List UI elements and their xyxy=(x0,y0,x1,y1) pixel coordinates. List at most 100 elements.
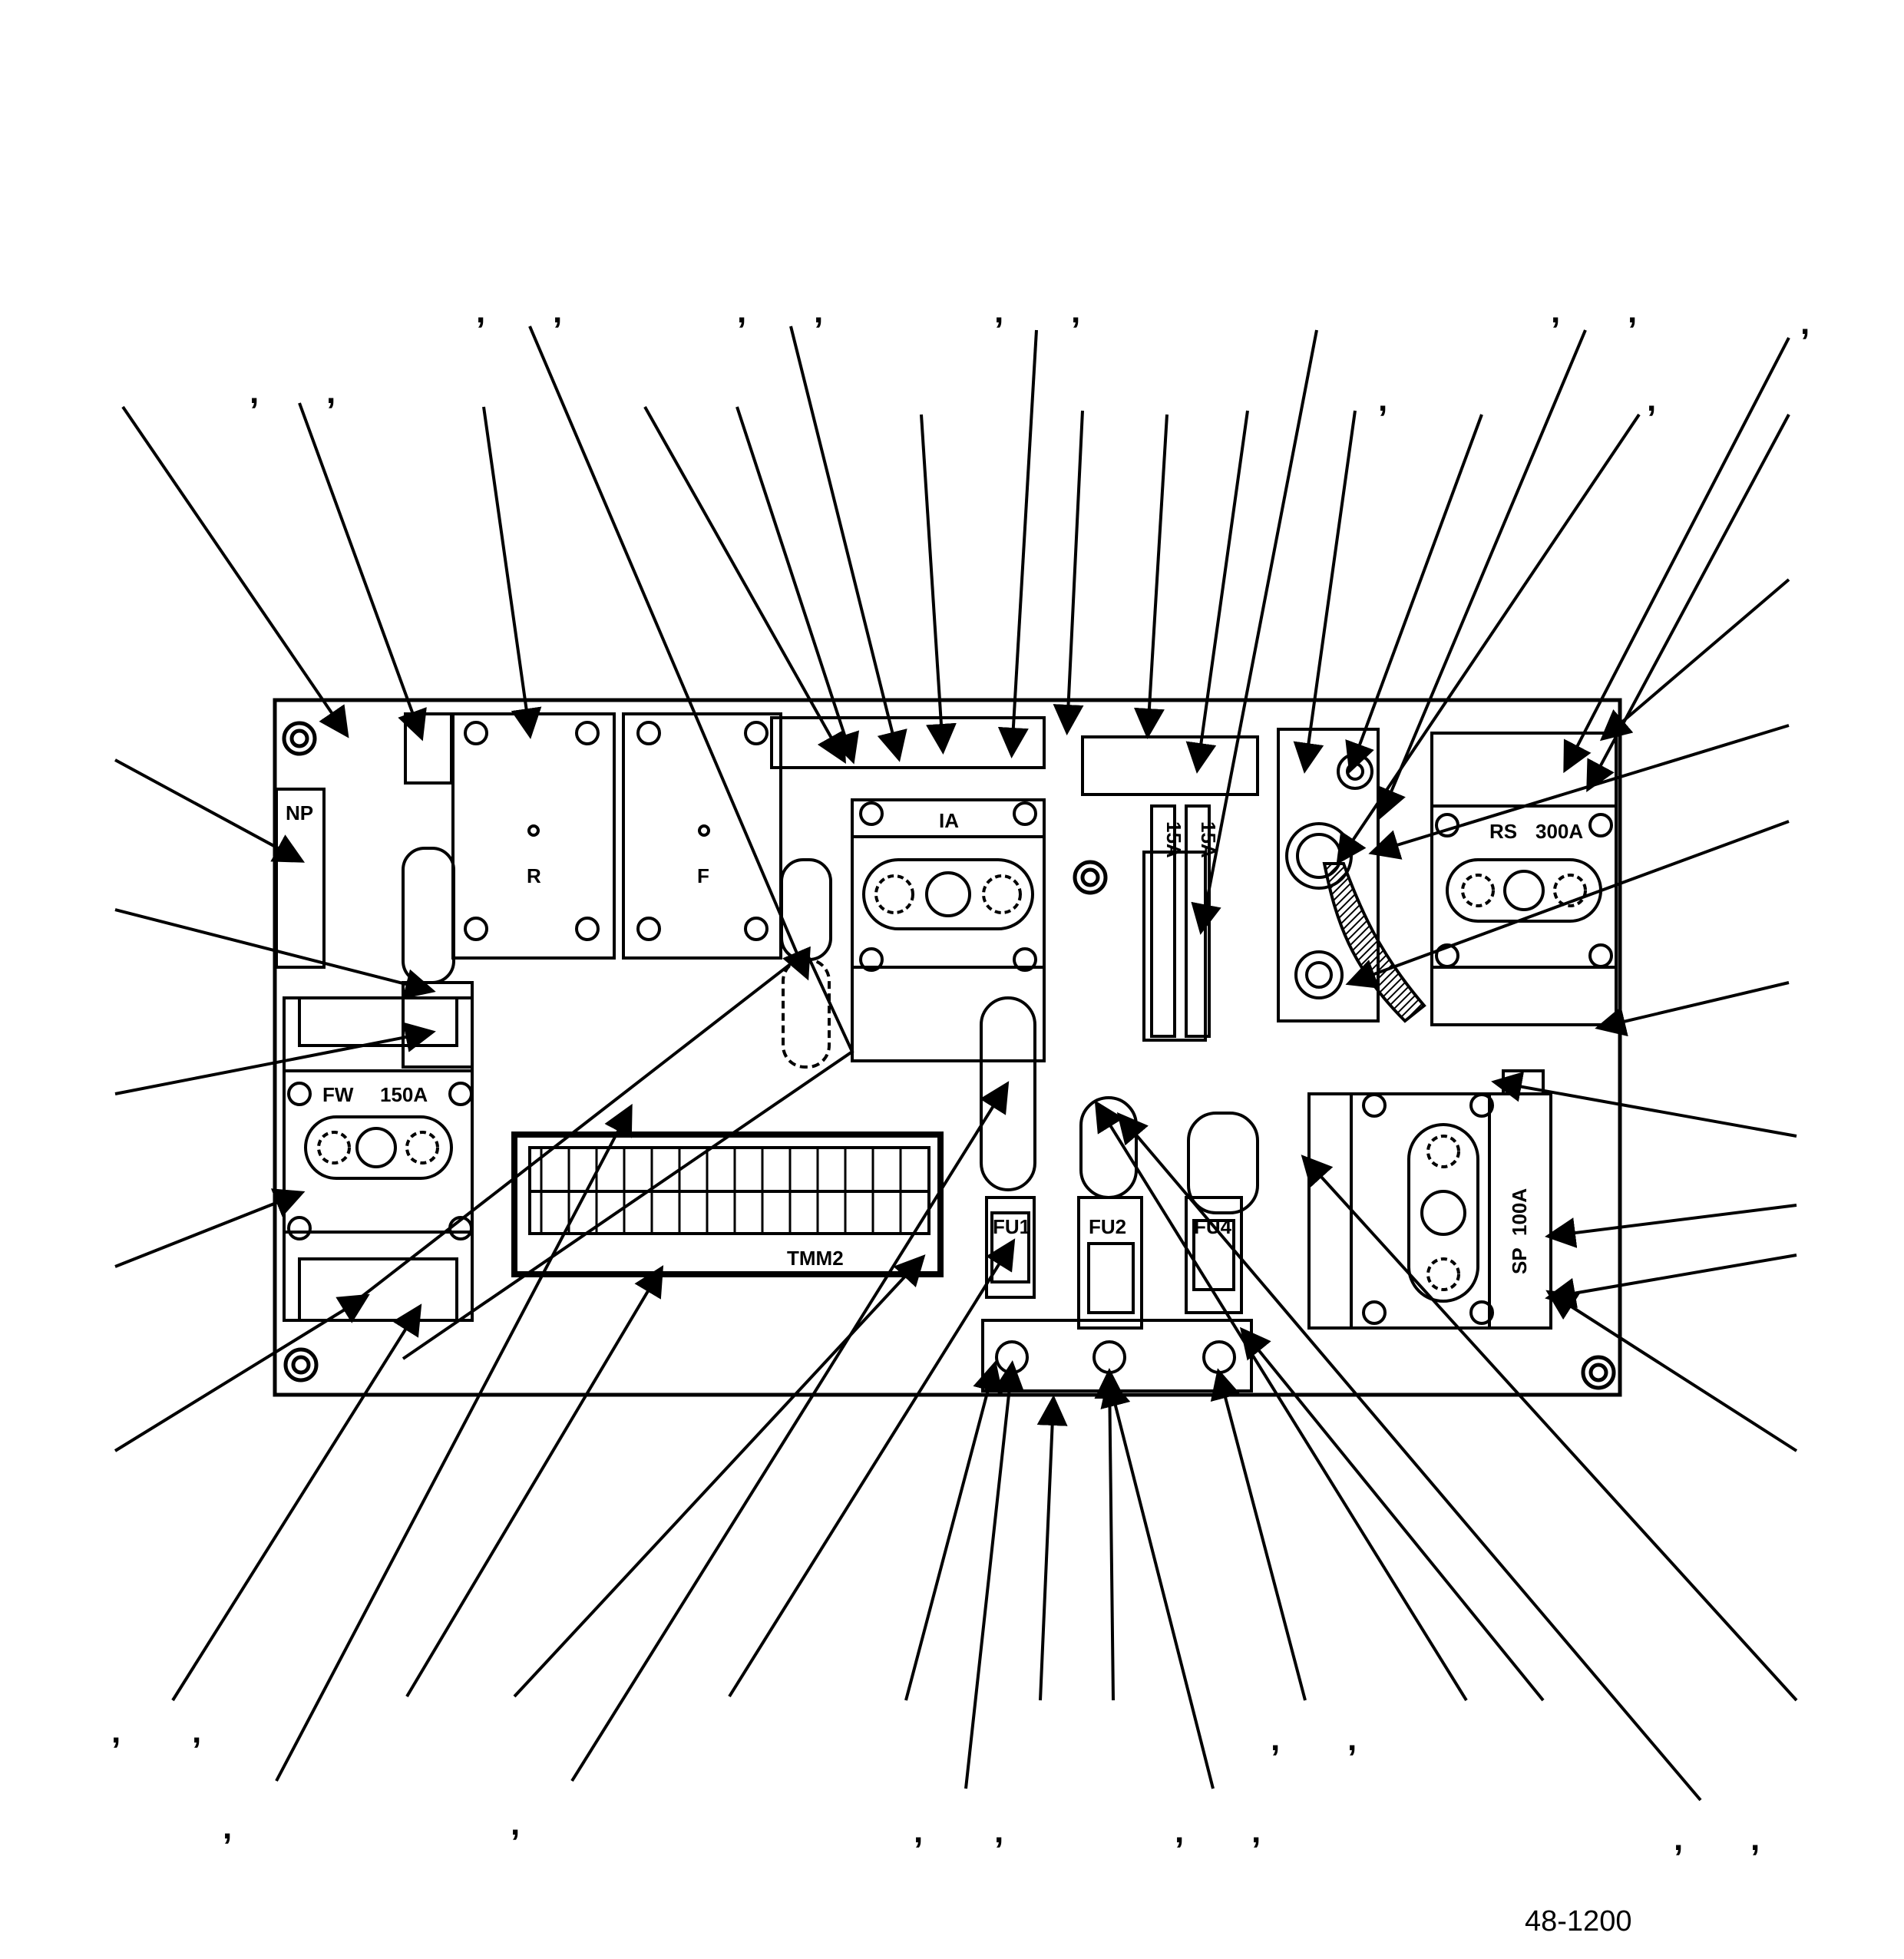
rs-label: RS xyxy=(1489,820,1517,843)
leader-line xyxy=(513,1254,926,1698)
fuse-a-label: 15A xyxy=(1162,821,1185,858)
callout-mark: , xyxy=(250,373,259,411)
callout-mark: , xyxy=(511,1805,520,1842)
callout-mark: , xyxy=(994,292,1003,330)
leader-line xyxy=(1094,1100,1468,1702)
leader-line xyxy=(1133,414,1169,739)
mounting-holes xyxy=(282,721,1616,1390)
relay-r xyxy=(451,712,616,960)
leader-line xyxy=(482,406,542,739)
leader-line xyxy=(114,908,436,999)
callout-mark: , xyxy=(1175,1812,1184,1850)
callout-leader-lines xyxy=(114,325,1798,1802)
leader-line xyxy=(114,1188,306,1268)
rs-rating: 300A xyxy=(1535,820,1583,843)
callout-mark: , xyxy=(737,292,746,330)
leader-line xyxy=(114,1293,370,1452)
leader-line xyxy=(1491,1071,1797,1138)
callout-mark: , xyxy=(476,292,485,330)
callout-mark: , xyxy=(223,1809,232,1846)
tmm2-label: TMM2 xyxy=(787,1247,844,1270)
callout-mark: , xyxy=(814,292,823,330)
leader-line xyxy=(789,325,907,762)
ia-contactor xyxy=(770,716,1046,1062)
sp-label: SP xyxy=(1508,1247,1531,1274)
fu1-label: FU1 xyxy=(993,1215,1030,1238)
callout-mark: , xyxy=(1628,292,1637,330)
fuse-holders-15a xyxy=(1081,735,1259,1042)
leader-line xyxy=(1545,1204,1797,1248)
leader-line xyxy=(1345,414,1483,774)
relay-f-label: F xyxy=(697,864,709,887)
leader-line xyxy=(735,406,860,765)
leader-line xyxy=(570,1081,1010,1782)
leader-line xyxy=(275,1103,633,1782)
leader-line xyxy=(1116,1112,1702,1802)
leader-line xyxy=(114,1022,436,1095)
leader-line xyxy=(1094,1368,1126,1701)
callout-mark: , xyxy=(1271,1720,1280,1758)
leader-line xyxy=(1036,1395,1068,1701)
sp-contactor xyxy=(1307,1069,1552,1330)
leader-line xyxy=(528,325,811,981)
leader-line xyxy=(1185,410,1249,774)
callout-mark: , xyxy=(994,1812,1003,1850)
leader-line xyxy=(1293,410,1357,774)
callout-mark: , xyxy=(111,1713,121,1750)
callout-mark: , xyxy=(553,292,562,330)
leader-line xyxy=(1595,981,1790,1037)
leader-line xyxy=(1301,1155,1798,1702)
left-busbars xyxy=(359,712,854,1360)
rs-cable xyxy=(1322,862,1426,1023)
leader-line xyxy=(1336,413,1641,865)
fuse-busbars xyxy=(980,996,1259,1392)
leader-line xyxy=(643,406,846,764)
leader-line xyxy=(1345,820,1790,989)
callout-mark: , xyxy=(914,1812,923,1850)
fw-label: FW xyxy=(322,1083,354,1106)
callout-mark: , xyxy=(192,1713,201,1750)
callout-mark: , xyxy=(1378,381,1387,418)
leader-line xyxy=(1053,410,1084,735)
callout-mark: , xyxy=(1347,1720,1357,1758)
callout-mark: , xyxy=(1071,292,1080,330)
panel-outline xyxy=(273,698,1622,1397)
leader-line xyxy=(1191,329,1318,935)
callout-mark: , xyxy=(1800,304,1810,342)
np-plate xyxy=(275,788,326,969)
tmm2-terminal-dividers xyxy=(540,1148,902,1234)
callout-mark: , xyxy=(1750,1820,1760,1858)
relay-f xyxy=(622,712,782,960)
leader-line xyxy=(405,1265,664,1698)
callout-mark: , xyxy=(1551,292,1560,330)
callout-mark: , xyxy=(326,373,336,411)
leader-line xyxy=(1100,1376,1215,1789)
callout-marks: ,,,,,,,,,,,,,,,,,,,,,,,,, xyxy=(111,292,1810,1858)
leader-line xyxy=(997,329,1038,758)
callout-mark: , xyxy=(1647,381,1656,418)
leader-line xyxy=(1368,724,1790,860)
rs-contactor xyxy=(1430,732,1618,1026)
leader-line xyxy=(904,1360,1003,1701)
relay-r-label: R xyxy=(527,864,541,887)
leader-line xyxy=(964,1360,1025,1789)
leader-line xyxy=(1545,1290,1798,1452)
leader-line xyxy=(1239,1326,1545,1702)
leader-line xyxy=(1545,1254,1797,1309)
leader-line xyxy=(298,402,427,742)
ia-label: IA xyxy=(939,809,959,832)
leader-line xyxy=(1586,414,1790,793)
leader-line xyxy=(1563,337,1790,774)
fu2-label: FU2 xyxy=(1089,1215,1126,1238)
callout-mark: , xyxy=(1251,1812,1261,1850)
leader-line xyxy=(171,1303,422,1702)
leader-line xyxy=(114,758,306,863)
leader-line xyxy=(1599,578,1790,742)
leader-line xyxy=(121,405,349,738)
leader-line xyxy=(728,1238,1016,1698)
fw-rating: 150A xyxy=(380,1083,428,1106)
fw-contactor xyxy=(283,996,474,1322)
sp-rating: 100A xyxy=(1508,1188,1531,1236)
np-label: NP xyxy=(286,801,313,824)
